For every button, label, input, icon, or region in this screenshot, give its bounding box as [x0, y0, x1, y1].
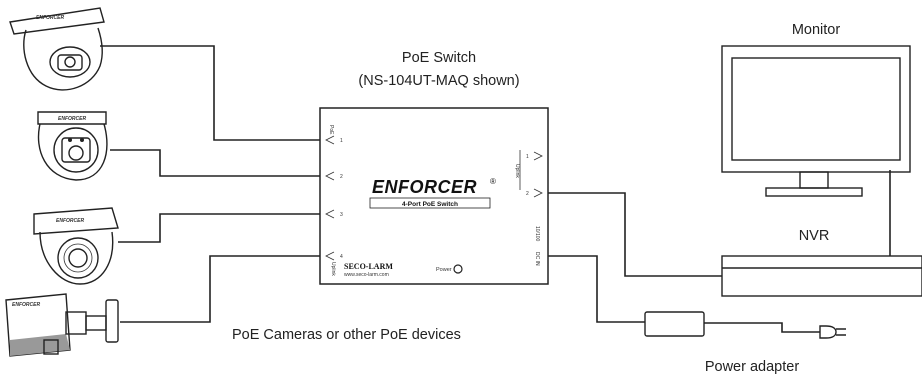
cable-camera-2 — [110, 149, 320, 177]
nvr — [721, 255, 922, 297]
camera-brand-4: ENFORCER — [12, 302, 40, 308]
svg-text:1: 1 — [526, 154, 529, 160]
switch-brand-registered: ® — [490, 177, 496, 186]
cable-camera-3 — [118, 213, 320, 243]
power-plug — [819, 325, 846, 339]
nvr-label: NVR — [799, 228, 830, 244]
uplink-port-2: 2 — [526, 188, 543, 198]
svg-text:2: 2 — [340, 174, 343, 180]
cameras-label: PoE Cameras or other PoE devices — [232, 327, 461, 343]
cable-dc-in — [548, 255, 645, 323]
power-adapter-label: Power adapter — [705, 359, 799, 375]
svg-text:3: 3 — [340, 212, 343, 218]
monitor — [721, 45, 911, 197]
monitor-label: Monitor — [792, 22, 841, 38]
cable-camera-4 — [120, 255, 320, 323]
dc-in-label: DC IN — [534, 252, 540, 266]
camera-bullet-4: ENFORCER — [5, 293, 119, 357]
camera-dome-1: ENFORCER — [9, 7, 105, 91]
svg-text:2: 2 — [526, 191, 529, 197]
uplink-label: Uplink — [514, 164, 520, 178]
camera-turret-2: ENFORCER — [37, 111, 108, 181]
poe-port-2: 2 — [325, 171, 343, 181]
io-label: 10/100 — [534, 226, 540, 242]
poe-port-4-sublabel: Uplink — [330, 262, 336, 276]
power-adapter — [644, 311, 705, 337]
switch-body — [319, 107, 549, 285]
camera-vandal-dome-3: ENFORCER — [33, 207, 119, 285]
cable-adapter-to-plug — [704, 322, 820, 333]
switch-model-badge — [369, 197, 491, 209]
poe-port-3: 3 — [325, 209, 343, 219]
switch-subtitle: (NS-104UT-MAQ shown) — [358, 73, 519, 89]
power-led-label: Power — [436, 267, 452, 273]
poe-port-label: PoE — [328, 125, 334, 135]
uplink-port-1: 1 — [526, 151, 543, 161]
poe-switch: PoE 1 2 3 4 Uplink 1 2 Uplink 10/100 — [319, 107, 549, 285]
switch-brand-logo: ENFORCER — [372, 177, 477, 197]
cables — [100, 45, 891, 333]
poe-port-1: 1 — [325, 135, 343, 145]
switch-title: PoE Switch — [402, 50, 476, 66]
camera-brand-3: ENFORCER — [56, 218, 84, 224]
camera-brand-2: ENFORCER — [58, 116, 86, 122]
switch-model-badge-text: 4-Port PoE Switch — [402, 201, 458, 208]
poe-port-4: 4 — [325, 251, 343, 261]
power-led — [453, 264, 463, 274]
svg-text:1: 1 — [340, 138, 343, 144]
maker-name: SECO-LARM — [344, 262, 393, 271]
svg-text:4: 4 — [340, 254, 343, 260]
camera-brand-1: ENFORCER — [36, 15, 64, 21]
maker-url: www.seco-larm.com — [344, 272, 389, 278]
cable-switch-to-nvr — [548, 192, 722, 277]
cable-camera-1 — [100, 45, 320, 141]
